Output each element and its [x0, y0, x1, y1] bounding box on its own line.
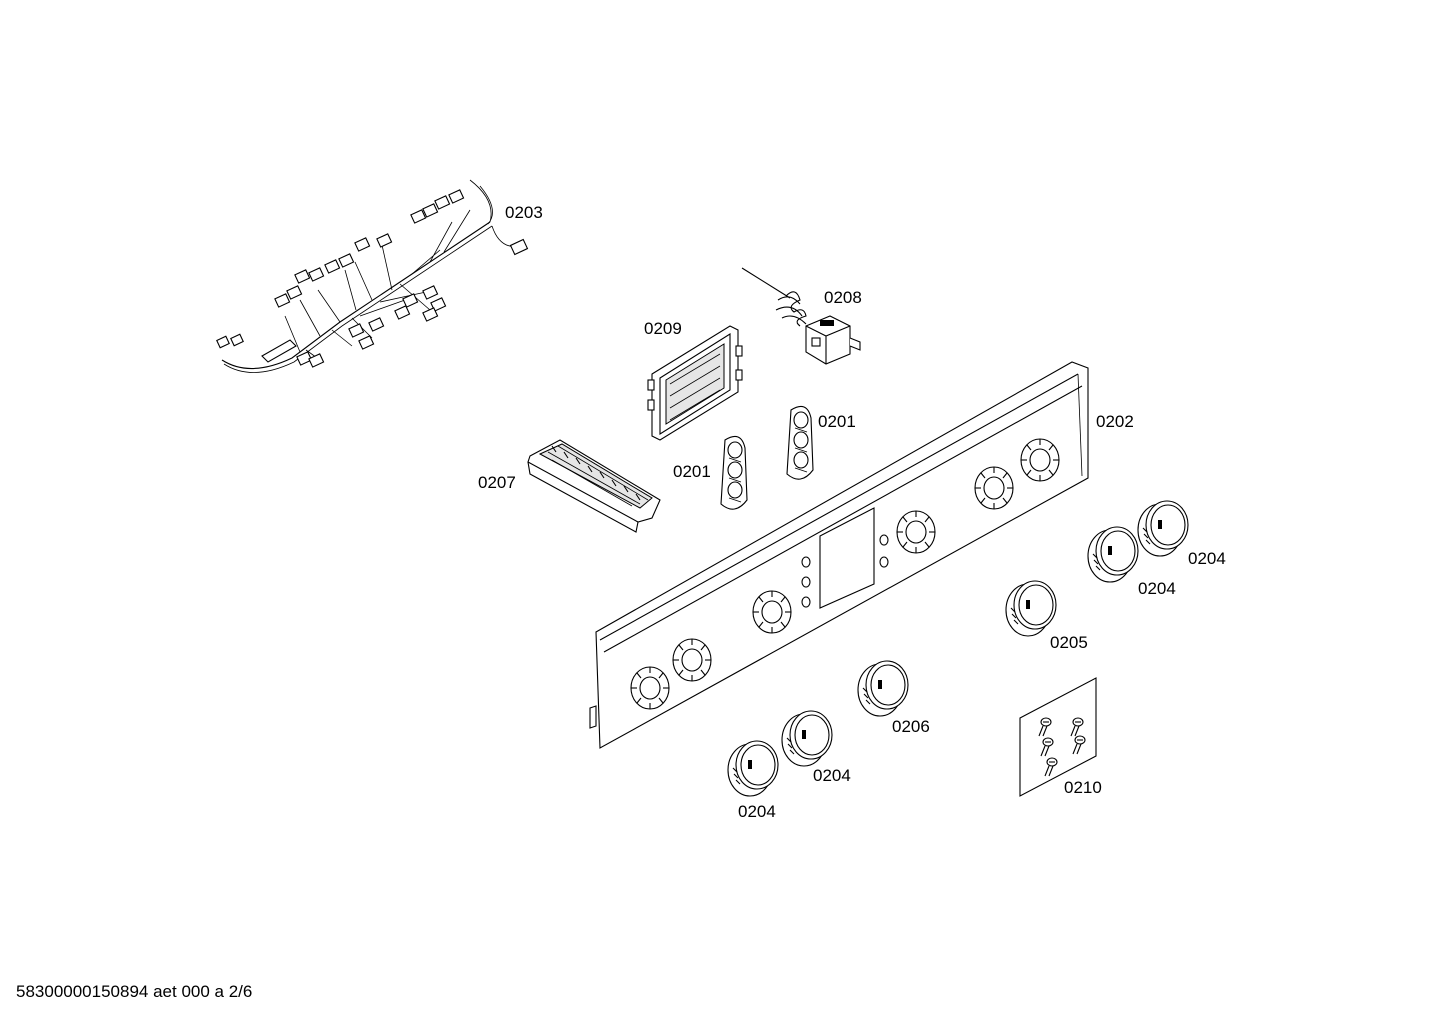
- knob-0204-right-lower: [1087, 526, 1139, 583]
- part-label-0201-lower: 0201: [673, 462, 711, 481]
- terminal-block-0207: [527, 439, 661, 533]
- part-label-0203: 0203: [505, 203, 543, 222]
- part-label-0201-upper: 0201: [818, 412, 856, 431]
- knob-0204-right-upper: [1137, 500, 1189, 557]
- electronic-module-0209: [647, 325, 743, 441]
- part-label-0209: 0209: [644, 319, 682, 338]
- knob-0206: [857, 660, 909, 717]
- thermostat-0208: [741, 267, 861, 365]
- part-label-0205: 0205: [1050, 633, 1088, 652]
- part-label-0210: 0210: [1064, 778, 1102, 797]
- mounting-bracket-0201-upper: [786, 405, 814, 480]
- drawing-id-footer: 58300000150894 aet 000 a 2/6: [16, 982, 252, 1001]
- mounting-bracket-0201-lower: [720, 435, 748, 510]
- part-label-0207: 0207: [478, 473, 516, 492]
- part-label-0204-left-upper: 0204: [813, 766, 851, 785]
- part-label-0204-right-upper: 0204: [1188, 549, 1226, 568]
- part-label-0208: 0208: [824, 288, 862, 307]
- knob-0204-left-lower: [727, 740, 779, 797]
- knob-0205: [1005, 580, 1057, 637]
- part-label-0204-left-lower: 0204: [738, 802, 776, 821]
- part-label-0204-right-lower: 0204: [1138, 579, 1176, 598]
- part-label-0202: 0202: [1096, 412, 1134, 431]
- wiring-harness-0203: [216, 179, 529, 373]
- knob-0204-left-upper: [781, 710, 833, 767]
- part-label-0206: 0206: [892, 717, 930, 736]
- screw-set-0210: [1019, 677, 1097, 797]
- control-panel-0202: [589, 361, 1089, 749]
